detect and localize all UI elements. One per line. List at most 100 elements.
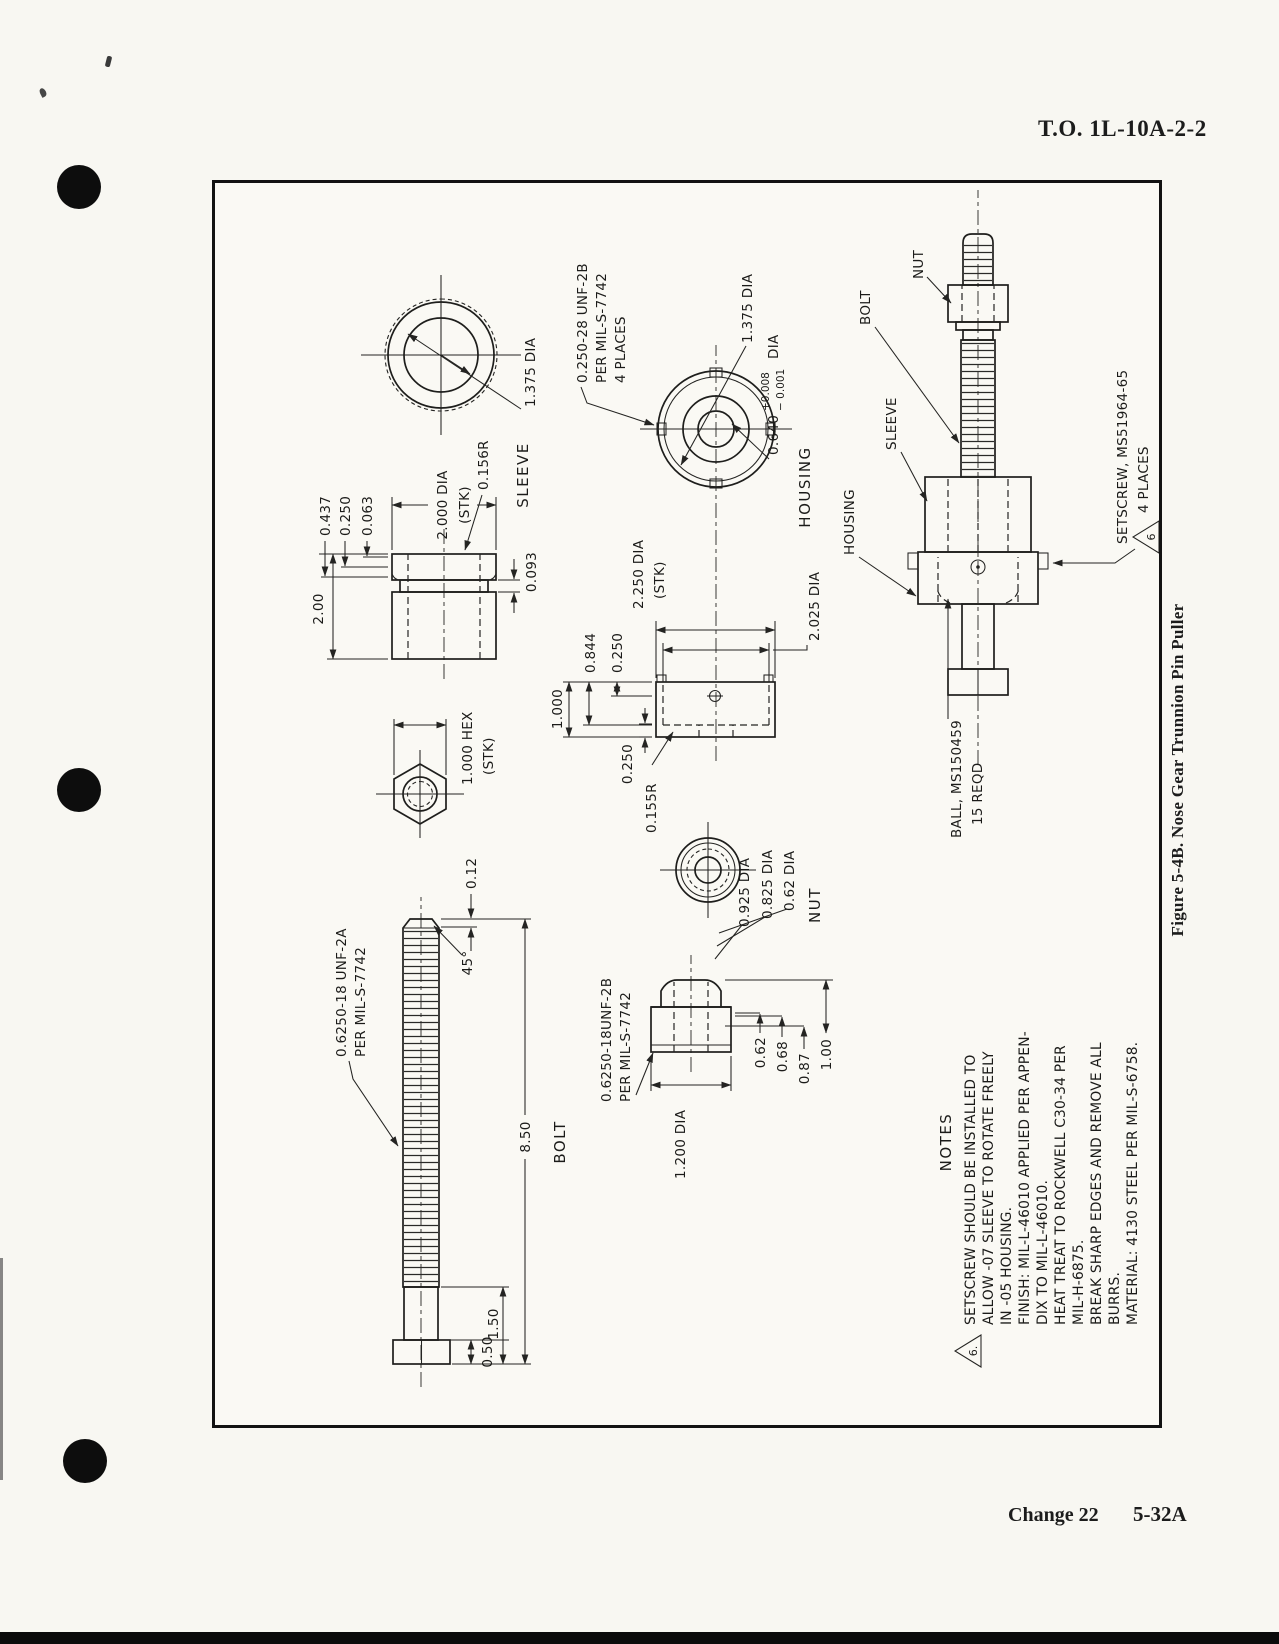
footer-page-number: 5-32A <box>1133 1502 1187 1526</box>
dim-label: (STK) <box>481 737 497 775</box>
part-label-housing: HOUSING <box>842 489 858 555</box>
figure-caption: Figure 5-4B. Nose Gear Trunnion Pin Pull… <box>1168 603 1187 937</box>
dim-label: 1.50 <box>486 1308 502 1339</box>
dim-label: (STK) <box>457 486 473 524</box>
dim-label: 1.375 DIA <box>523 337 539 407</box>
dim-label: 0.093 <box>524 552 540 592</box>
assembly-labels: NUT BOLT SLEEVE HOUSING SETSCREW, MS5196… <box>842 249 1160 838</box>
rotated-drawing-area: 0.6250-18 UNF-2A PER MIL-S-7742 45° 0.12 <box>215 183 1160 1425</box>
note-line: IN -05 HOUSING. <box>999 1207 1015 1325</box>
housing-body <box>655 681 776 738</box>
dim-label: 1.000 <box>550 689 566 729</box>
dim-label: 0.87 <box>797 1053 813 1084</box>
dim-label: 0.6250-18UNF-2B <box>599 978 615 1102</box>
dim-label: 2.00 <box>311 593 327 624</box>
nut-thread-callout: 0.6250-18UNF-2B PER MIL-S-7742 <box>599 978 654 1102</box>
dim-label: PER MIL-S-7742 <box>353 947 369 1057</box>
bolt-dimensions: 45° 0.12 0.50 1.50 <box>433 858 534 1368</box>
dim-label: 0.250 <box>610 633 626 673</box>
dim-label: PER MIL-S-7742 <box>618 992 634 1102</box>
scan-edge-artifact <box>0 1258 3 1480</box>
bolt-thread-callout: 0.6250-18 UNF-2A PER MIL-S-7742 <box>334 928 399 1147</box>
bolt-threads <box>404 929 438 1286</box>
part-label-ball-qty: 15 REQD <box>970 762 986 825</box>
dim-label: 1.375 DIA <box>740 273 756 343</box>
note-line: SETSCREW SHOULD BE INSTALLED TO <box>963 1054 979 1325</box>
part-label-bolt: BOLT <box>858 290 874 325</box>
notes-heading: NOTES <box>937 1113 955 1172</box>
footer-change-number: Change 22 <box>1008 1504 1099 1526</box>
dim-label: 0.925 DIA <box>737 857 753 927</box>
note-line: BURRS. <box>1107 1272 1123 1325</box>
scan-mark <box>104 55 113 68</box>
note-line: FINISH: MIL-L-46010 APPLIED PER APPEN- <box>1017 1031 1033 1325</box>
dim-label: 2.000 DIA <box>435 470 451 540</box>
flag-note-number: 6 <box>1145 534 1158 541</box>
dim-label: 0.50 <box>480 1336 496 1367</box>
dim-label: (STK) <box>652 561 668 599</box>
view-title-nut: NUT <box>806 887 824 923</box>
note-line: MIL-H-6875. <box>1071 1240 1087 1325</box>
housing-detail-view: 1.000 0.844 0.250 2.250 DIA (STK) <box>550 263 823 833</box>
housing-end-view: 0.250-28 UNF-2B PER MIL-S-7742 4 PLACES … <box>575 263 792 489</box>
dim-label: 2.025 DIA <box>807 571 823 641</box>
view-title-bolt: BOLT <box>551 1120 569 1163</box>
scan-bottom-bar <box>0 1632 1279 1644</box>
dim-label: 4 PLACES <box>613 316 629 383</box>
ball-detail <box>970 559 986 575</box>
dim-label: 0.155R <box>644 783 660 833</box>
sleeve-detail-view: 2.00 0.437 0.250 0.063 <box>311 275 540 679</box>
dim-label: 0.250 <box>338 496 354 536</box>
part-label-nut: NUT <box>911 249 927 279</box>
note-line: MATERIAL: 4130 STEEL PER MIL-S-6758. <box>1125 1042 1141 1325</box>
sleeve-end-view: 1.375 DIA <box>361 275 539 435</box>
part-label-setscrew: SETSCREW, MS51964-65 <box>1115 370 1131 544</box>
note-line: DIX TO MIL-L-46010. <box>1035 1180 1051 1325</box>
dim-label: 0.62 DIA <box>782 850 798 911</box>
view-title-sleeve: SLEEVE <box>514 442 532 508</box>
part-label-sleeve: SLEEVE <box>884 397 900 450</box>
dim-label: 0.640 <box>766 415 782 455</box>
dim-label: − 0.001 <box>775 369 787 411</box>
dim-label: 0.437 <box>318 496 334 536</box>
bolt-detail-view: 0.6250-18 UNF-2A PER MIL-S-7742 45° 0.12 <box>334 711 569 1387</box>
dim-label: DIA <box>766 334 782 359</box>
sleeve-flange <box>391 553 497 581</box>
flag-note-triangle <box>953 1334 982 1368</box>
bolt-head-end-view: 1.000 HEX (STK) <box>376 711 497 838</box>
dim-label: 0.250 <box>620 744 636 784</box>
dim-label: 1.00 <box>819 1039 835 1070</box>
assembly-stud-end <box>962 233 994 286</box>
note-line: ALLOW -07 SLEEVE TO ROTATE FREELY <box>981 1051 997 1325</box>
dim-label: +0.008 <box>760 372 772 411</box>
dim-label: 0.12 <box>464 858 480 889</box>
hole-punch <box>57 165 101 209</box>
dim-label: 0.825 DIA <box>760 849 776 919</box>
nut-dimensions: 1.200 DIA 0.62 0.68 0.87 1.00 <box>650 979 835 1179</box>
nut-dome <box>660 979 722 1007</box>
view-title-housing: HOUSING <box>796 446 814 527</box>
dim-label: 0.156R <box>476 440 492 490</box>
sleeve-dimensions: 2.00 0.437 0.250 0.063 <box>311 440 540 660</box>
figure-frame: 0.6250-18 UNF-2A PER MIL-S-7742 45° 0.12 <box>212 180 1162 1428</box>
part-label-setscrew-places: 4 PLACES <box>1136 446 1152 513</box>
notes-block: NOTES 6. SETSCREW SHOULD BE INSTALLED TO… <box>937 1031 1141 1368</box>
technical-order-number: T.O. 1L-10A-2-2 <box>1038 116 1207 141</box>
dim-label: 0.063 <box>360 496 376 536</box>
dim-label: 1.200 DIA <box>673 1109 689 1179</box>
engineering-drawing: 0.6250-18 UNF-2A PER MIL-S-7742 45° 0.12 <box>311 190 1160 1387</box>
hole-punch <box>57 768 101 812</box>
scan-mark <box>38 87 48 98</box>
dim-label: 0.6250-18 UNF-2A <box>334 928 350 1057</box>
part-label-ball: BALL, MS150459 <box>949 720 965 838</box>
dim-label: 0.844 <box>583 633 599 673</box>
dim-label: 1.000 HEX <box>460 711 476 785</box>
note-line: HEAT TREAT TO ROCKWELL C30-34 PER <box>1053 1045 1069 1325</box>
assembly-view: NUT BOLT SLEEVE HOUSING SETSCREW, MS5196… <box>842 190 1160 838</box>
dim-label: PER MIL-S-7742 <box>594 273 610 383</box>
housing-dimensions: 1.000 0.844 0.250 2.250 DIA (STK) <box>550 539 823 833</box>
dim-label: 45° <box>460 951 476 976</box>
dim-label: 0.62 <box>753 1037 769 1068</box>
flag-note-number: 6. <box>967 1346 980 1357</box>
